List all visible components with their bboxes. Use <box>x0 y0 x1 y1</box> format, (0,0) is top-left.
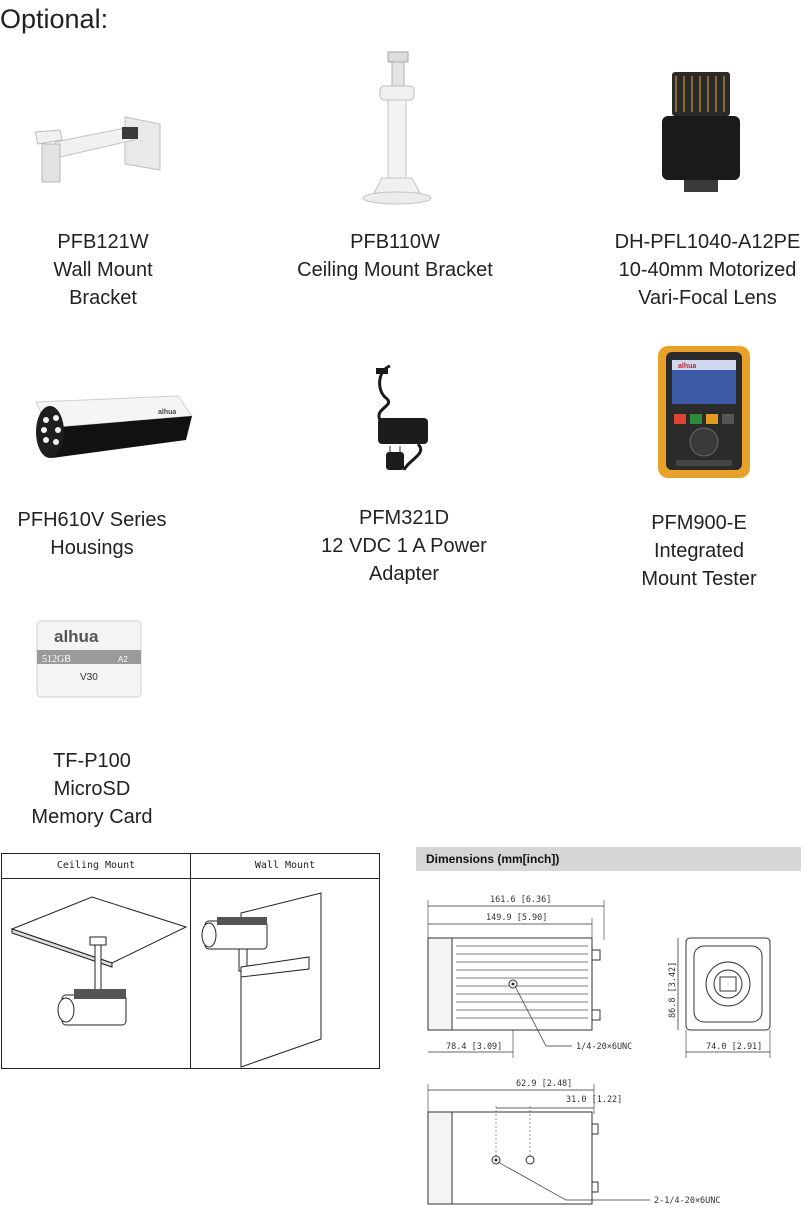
wall-mount-drawing <box>201 892 322 1068</box>
dim-body-width: 149.9 [5.90] <box>486 913 547 923</box>
section-heading: Optional: <box>0 4 109 34</box>
card-capacity: 512GB <box>42 654 71 665</box>
mount-diagram: Ceiling Mount Wall Mount <box>1 853 380 1069</box>
dim-bottom-offset-b: 31.0 [1.22] <box>566 1095 622 1105</box>
housing-icon: alhua <box>35 395 193 458</box>
microsd-card-icon: alhua 512GB A2 V30 <box>36 620 142 698</box>
dim-front-width: 74.0 [2.91] <box>706 1042 762 1052</box>
housing-brand-logo: alhua <box>158 409 176 416</box>
dimensions-title: Dimensions (mm[inch]) <box>416 847 801 871</box>
dim-bottom-offset: 78.4 [3.09] <box>446 1042 502 1052</box>
card-class: A2 <box>118 655 128 664</box>
dim-overall-width: 161.6 [6.36] <box>490 895 551 905</box>
dim-thread-2: 2-1/4-20×6UNC <box>654 1196 721 1206</box>
dim-bottom-offset-a: 62.9 [2.48] <box>516 1079 572 1089</box>
card-speed: V30 <box>80 672 98 683</box>
diagram-divider <box>190 854 191 1068</box>
tester-brand-logo: alhua <box>678 363 696 370</box>
wall-mount-bracket-icon <box>34 116 161 183</box>
ceiling-mount-bracket-icon <box>362 51 432 205</box>
dimensions-drawing: 161.6 [6.36] 149.9 [5.90] 78.4 [3.09] 1/… <box>427 895 771 1206</box>
dim-thread: 1/4-20×6UNC <box>576 1042 632 1052</box>
lens-icon <box>662 72 740 192</box>
dim-height: 86.8 [3.42] <box>668 962 678 1018</box>
ceiling-mount-label: Ceiling Mount <box>2 854 190 879</box>
ceiling-mount-drawing <box>10 896 188 1026</box>
mount-tester-icon: alhua <box>658 346 750 478</box>
card-brand-logo: alhua <box>54 627 99 646</box>
wall-mount-label: Wall Mount <box>191 854 379 879</box>
power-adapter-icon <box>376 364 428 471</box>
